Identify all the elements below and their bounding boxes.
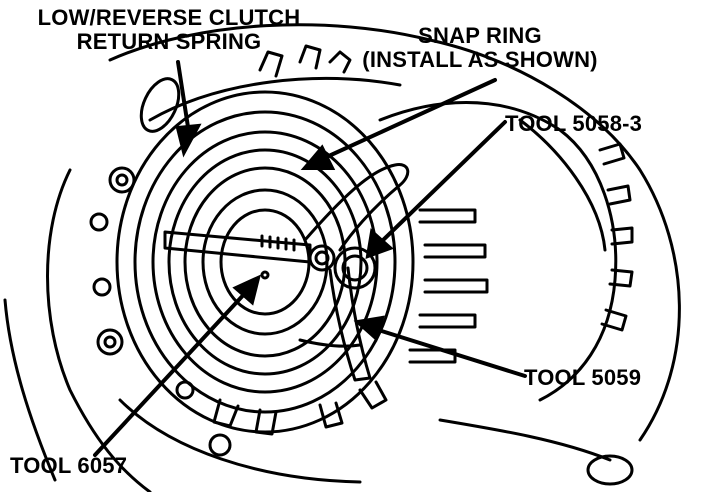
clutch-ring bbox=[183, 166, 347, 358]
tool-5059-shaft bbox=[298, 338, 362, 348]
clutch-ring bbox=[151, 130, 379, 394]
leader-snap-ring bbox=[318, 78, 497, 162]
tool-5058-3-leg bbox=[328, 266, 372, 382]
transmission-case-outline bbox=[46, 168, 152, 492]
bolt-hole bbox=[103, 335, 117, 349]
case-lower-arc bbox=[118, 398, 362, 484]
drum-lower bbox=[438, 418, 612, 462]
label-tool-5058-3: TOOL 5058-3 bbox=[505, 111, 643, 136]
label-tool-6057: TOOL 6057 bbox=[10, 453, 128, 478]
bolt-hole bbox=[115, 173, 129, 187]
clutch-ring bbox=[133, 110, 397, 414]
drum-edge bbox=[518, 118, 607, 252]
case-slot bbox=[139, 77, 181, 133]
tool-nut bbox=[333, 246, 377, 290]
label-return-spring-line1: LOW/REVERSE CLUTCH bbox=[37, 5, 301, 30]
label-snap-ring: SNAP RING (INSTALL AS SHOWN) bbox=[334, 24, 626, 72]
label-return-spring: LOW/REVERSE CLUTCH RETURN SPRING bbox=[4, 6, 334, 54]
ring-gear-teeth bbox=[598, 142, 634, 332]
bolt-hole bbox=[92, 277, 112, 297]
leader-tool-5059 bbox=[370, 326, 527, 378]
arrowhead-snap-ring bbox=[300, 144, 336, 170]
leader-tool-6057 bbox=[93, 288, 250, 457]
clutch-teeth bbox=[408, 208, 489, 364]
label-tool-5059: TOOL 5059 bbox=[524, 365, 642, 390]
clutch-teeth-top bbox=[258, 44, 352, 78]
clutch-teeth-bottom bbox=[212, 380, 388, 436]
bolt-hole bbox=[96, 328, 124, 356]
arrowhead-return-spring bbox=[175, 123, 202, 158]
label-snap-ring-line1: SNAP RING bbox=[418, 23, 542, 48]
leader-tool-5058-3 bbox=[376, 120, 507, 247]
tool-nut bbox=[341, 254, 369, 282]
arrowhead-tool-6057 bbox=[232, 274, 261, 306]
case-slot bbox=[586, 454, 634, 486]
bolt-hole bbox=[89, 212, 109, 232]
arrowhead-tool-5058-3 bbox=[365, 228, 394, 260]
hub-bore bbox=[260, 270, 270, 280]
tool-nut bbox=[314, 250, 330, 266]
tool-nut bbox=[308, 244, 336, 272]
case-left-edge bbox=[3, 298, 57, 482]
arrowhead-tool-5059 bbox=[353, 315, 385, 342]
clutch-ring bbox=[167, 148, 363, 376]
tool-6057-rack bbox=[260, 234, 296, 252]
label-return-spring-line2: RETURN SPRING bbox=[76, 29, 262, 54]
label-snap-ring-line2: (INSTALL AS SHOWN) bbox=[362, 47, 598, 72]
bolt-hole bbox=[208, 433, 232, 457]
planetary-drum bbox=[378, 101, 618, 402]
tool-5058-3-bracket bbox=[303, 163, 410, 252]
case-flange bbox=[108, 23, 681, 442]
